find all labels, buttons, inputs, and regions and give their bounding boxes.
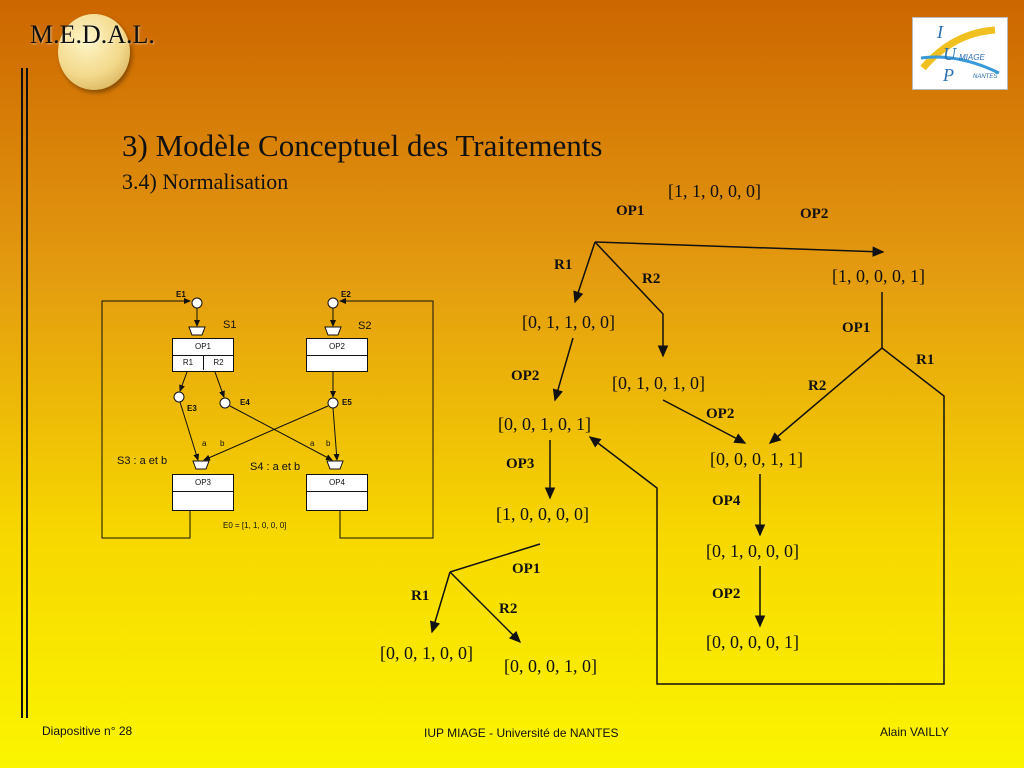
logo-word: NANTES xyxy=(973,74,997,80)
state-vector: [0, 1, 0, 0, 0] xyxy=(706,541,799,561)
operation-label: OP2 xyxy=(712,586,741,602)
event-label: E3 xyxy=(187,404,197,413)
footer-institution: IUP MIAGE - Université de NANTES xyxy=(424,726,619,740)
sync-label: S3 : a et b xyxy=(117,455,168,467)
operation-label: OP1 xyxy=(512,561,541,577)
event-label: E1 xyxy=(176,290,186,299)
event-label: E2 xyxy=(341,290,351,299)
state-vector: [0, 0, 0, 0, 1] xyxy=(706,632,799,652)
state-vector: [0, 1, 0, 1, 0] xyxy=(612,373,705,393)
sync-label: S4 : a et b xyxy=(250,461,301,473)
operation-label: OP3 xyxy=(506,456,535,472)
logo-letter: I xyxy=(936,22,944,42)
rule-label: R2 xyxy=(642,271,661,287)
state-vector: [0, 0, 1, 0, 0] xyxy=(380,643,473,663)
operation-label: OP4 xyxy=(712,493,741,509)
logo-word: MIAGE xyxy=(959,53,985,62)
state-vector: [0, 1, 1, 0, 0] xyxy=(522,312,615,332)
medal-icon xyxy=(58,14,130,90)
state-vector: [1, 0, 0, 0, 1] xyxy=(832,266,925,286)
event-label: E4 xyxy=(240,398,250,407)
operation-name: OP2 xyxy=(307,339,367,356)
brand-title: M.E.D.A.L. xyxy=(30,20,155,49)
rule-label: R1 xyxy=(411,588,430,604)
rule-label: R1 xyxy=(173,356,204,370)
footer-author: Alain VAILLY xyxy=(880,725,949,739)
operation-label: OP2 xyxy=(706,406,735,422)
port-label: a xyxy=(202,439,207,448)
logo-letter: P xyxy=(942,65,954,85)
rule-label: R2 xyxy=(808,378,827,394)
sync-label: S2 xyxy=(358,320,372,332)
sync-label: S1 xyxy=(223,319,237,331)
mct-diagram: E1 E2 E3 E4 E5 S1 S2 S3 : a et b S4 : a … xyxy=(100,290,436,542)
operation-label: OP1 xyxy=(616,203,645,219)
left-border-line xyxy=(26,68,28,718)
slide-subtitle: 3.4) Normalisation xyxy=(122,169,289,194)
operation-op2: OP2 xyxy=(306,338,368,372)
operation-name: OP4 xyxy=(307,475,367,492)
rule-label: R1 xyxy=(916,352,935,368)
operation-op3: OP3 xyxy=(172,474,234,511)
operation-name: OP3 xyxy=(173,475,233,492)
port-label: b xyxy=(326,439,331,448)
operation-label: OP2 xyxy=(800,206,829,222)
port-label: b xyxy=(220,439,225,448)
initial-state: E0 = [1, 1, 0, 0, 0] xyxy=(223,521,287,530)
event-label: E5 xyxy=(342,398,352,407)
logo-icon: I U P MIAGE NANTES xyxy=(920,22,1000,85)
operation-op1: OP1 R1 R2 xyxy=(172,338,234,372)
rule-label: R1 xyxy=(554,257,573,273)
state-vector: [0, 0, 0, 1, 1] xyxy=(710,449,803,469)
state-vector: [0, 0, 1, 0, 1] xyxy=(498,414,591,434)
iup-miage-logo: I U P MIAGE NANTES xyxy=(912,17,1008,90)
operation-name: OP1 xyxy=(173,339,233,356)
operation-op4: OP4 xyxy=(306,474,368,511)
slide-title: 3) Modèle Conceptuel des Traitements xyxy=(122,128,603,163)
port-label: a xyxy=(310,439,315,448)
operation-label: OP1 xyxy=(842,320,871,336)
state-vector: [0, 0, 0, 1, 0] xyxy=(504,656,597,676)
logo-letter: U xyxy=(943,44,957,64)
operation-label: OP2 xyxy=(511,368,540,384)
state-vector: [1, 0, 0, 0, 0] xyxy=(496,504,589,524)
rule-label: R2 xyxy=(499,601,518,617)
slide-number: Diapositive n° 28 xyxy=(42,724,133,738)
mct-diagram-lines xyxy=(101,297,434,539)
state-vector: [1, 1, 0, 0, 0] xyxy=(668,181,761,201)
rule-label: R2 xyxy=(213,358,224,367)
left-border-line xyxy=(21,68,23,718)
